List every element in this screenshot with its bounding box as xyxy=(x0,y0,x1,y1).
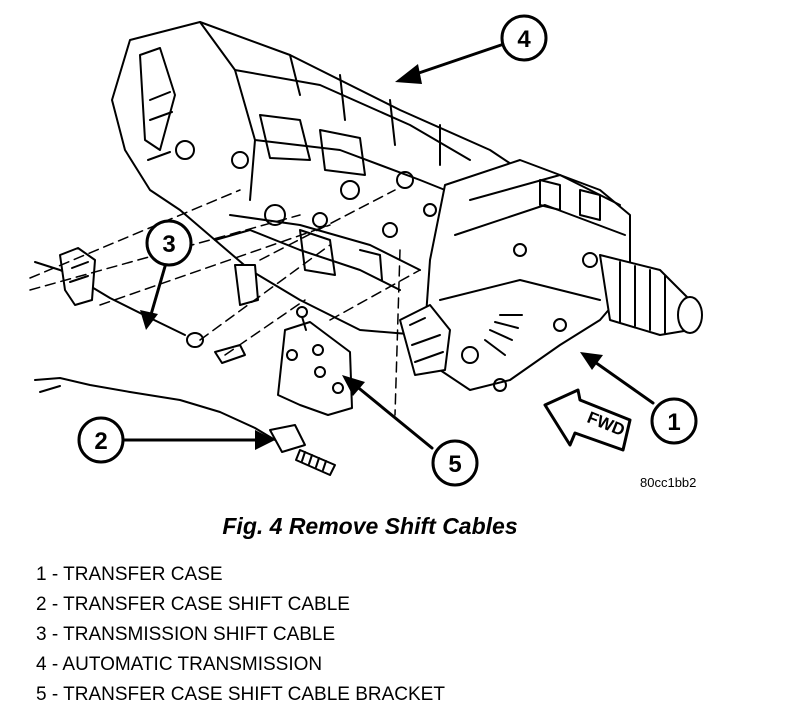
legend-item-shift-cable-bracket: 5 - TRANSFER CASE SHIFT CABLE BRACKET xyxy=(36,680,445,710)
alignment-lines xyxy=(29,189,421,416)
transfer-case-shift-cable-drawing xyxy=(34,377,336,476)
callout-2: 2 xyxy=(77,416,125,464)
callout-1: 1 xyxy=(650,397,698,445)
legend-text: TRANSFER CASE SHIFT CABLE xyxy=(63,594,350,615)
callout-leaders xyxy=(120,42,655,450)
callout-2-number: 2 xyxy=(94,428,107,455)
legend-number: 3 xyxy=(36,624,47,645)
automatic-transmission-drawing xyxy=(111,21,521,336)
callout-4-number: 4 xyxy=(517,26,531,53)
legend-separator: - xyxy=(46,564,64,585)
legend-text: TRANSFER CASE xyxy=(63,564,223,585)
legend-separator: - xyxy=(46,654,63,675)
callout-1-number: 1 xyxy=(667,409,680,436)
callout-3-number: 3 xyxy=(162,231,175,258)
legend-text: TRANSFER CASE SHIFT CABLE BRACKET xyxy=(63,684,445,705)
legend-number: 2 xyxy=(36,594,47,615)
legend-text: AUTOMATIC TRANSMISSION xyxy=(62,654,323,675)
callout-5: 5 xyxy=(431,439,479,487)
legend-separator: - xyxy=(46,594,64,615)
image-code: 80cc1bb2 xyxy=(640,475,696,490)
legend-separator: - xyxy=(46,624,64,645)
figure-caption: Fig. 4 Remove Shift Cables xyxy=(222,513,518,539)
callout-5-number: 5 xyxy=(448,451,461,478)
callout-3: 3 xyxy=(145,219,193,267)
parts-legend: 1 - TRANSFER CASE 2 - TRANSFER CASE SHIF… xyxy=(36,560,445,710)
transfer-case-drawing xyxy=(399,159,703,392)
transmission-diagram: FWD 4 3 2 5 1 80cc1bb2 xyxy=(29,14,703,490)
callout-4: 4 xyxy=(500,14,548,62)
shift-cable-bracket-drawing xyxy=(277,306,353,416)
forward-arrow xyxy=(543,388,632,452)
legend-separator: - xyxy=(46,684,64,705)
legend-item-transfer-case-shift-cable: 2 - TRANSFER CASE SHIFT CABLE xyxy=(36,590,445,620)
legend-item-automatic-transmission: 4 - AUTOMATIC TRANSMISSION xyxy=(36,650,445,680)
legend-number: 5 xyxy=(36,684,47,705)
legend-text: TRANSMISSION SHIFT CABLE xyxy=(63,624,336,645)
legend-number: 1 xyxy=(36,564,47,585)
legend-item-transfer-case: 1 - TRANSFER CASE xyxy=(36,560,445,590)
legend-item-transmission-shift-cable: 3 - TRANSMISSION SHIFT CABLE xyxy=(36,620,445,650)
legend-number: 4 xyxy=(36,654,47,675)
callout-arrowheads xyxy=(140,64,603,450)
